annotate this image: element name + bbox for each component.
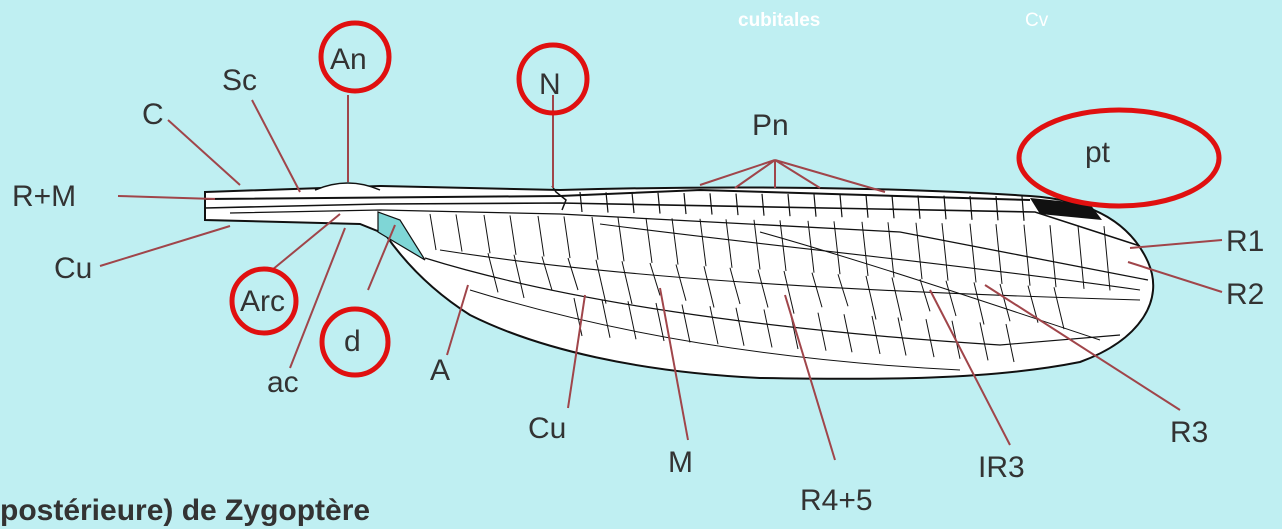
- antenodal-bulge: [315, 183, 380, 190]
- label-cu-left: Cu: [54, 252, 92, 285]
- label-r45: R4+5: [800, 484, 873, 517]
- leader-cu-left: [100, 226, 230, 266]
- label-pn: Pn: [752, 109, 789, 142]
- label-cubitales: cubitales: [738, 10, 820, 31]
- label-c: C: [142, 98, 164, 131]
- highlight-pt: [1019, 110, 1219, 206]
- label-d: d: [344, 325, 361, 358]
- caption: postérieure) de Zygoptère: [0, 494, 370, 527]
- label-r1: R1: [1226, 225, 1264, 258]
- label-ir3: IR3: [978, 451, 1025, 484]
- leader-c: [168, 120, 240, 185]
- leader-sc: [252, 100, 300, 192]
- label-m: M: [668, 446, 693, 479]
- label-rm: R+M: [12, 180, 76, 213]
- label-cu-bottom: Cu: [528, 412, 566, 445]
- label-a: A: [430, 354, 450, 387]
- label-r3: R3: [1170, 416, 1208, 449]
- label-pt: pt: [1085, 136, 1111, 169]
- label-arc: Arc: [240, 285, 285, 318]
- label-ac: ac: [267, 366, 299, 399]
- label-n: N: [539, 68, 561, 101]
- leader-rm: [118, 196, 215, 199]
- leader-r1: [1130, 240, 1222, 248]
- label-an: An: [330, 43, 367, 76]
- label-cv: Cv: [1025, 10, 1049, 31]
- label-sc: Sc: [222, 64, 257, 97]
- label-r2: R2: [1226, 278, 1264, 311]
